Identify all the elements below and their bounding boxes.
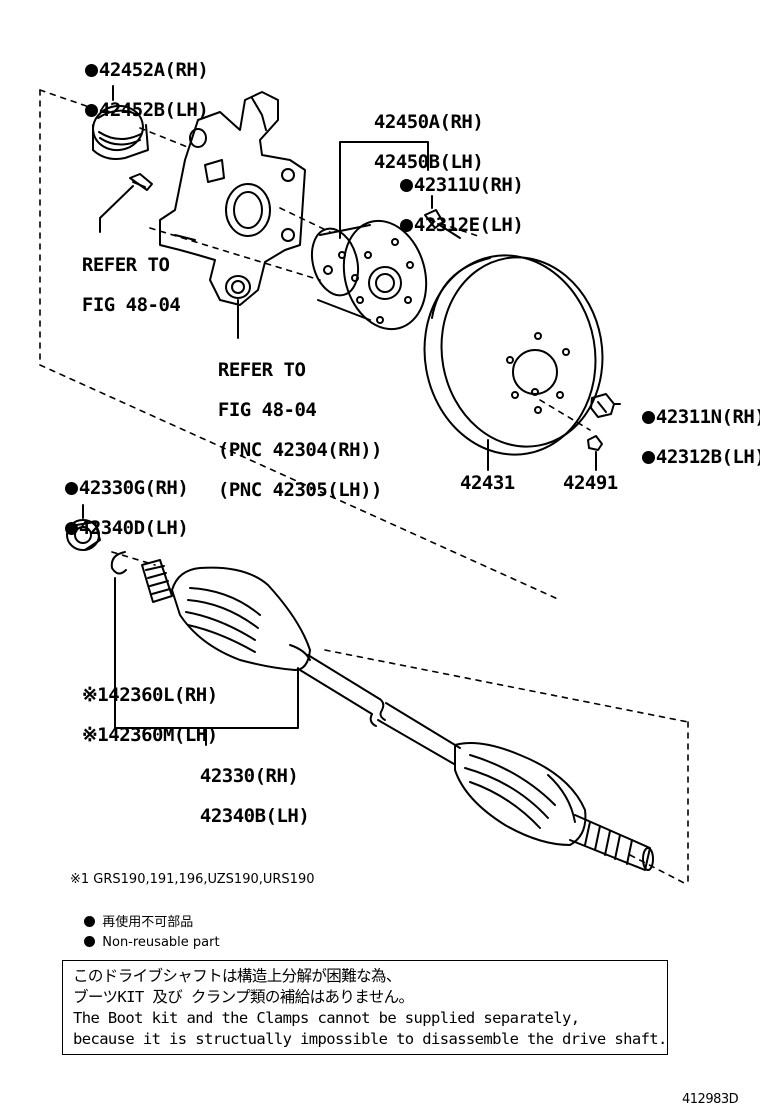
hub-bolt-42311u [424, 209, 461, 239]
legend-en-text: Non-reusable part [102, 935, 220, 950]
label-42311n-rh: 42311N(RH) [655, 406, 760, 428]
brake-disc-rotor [423, 254, 604, 456]
label-refer-upper: REFER TO FIG 48-04 [60, 235, 181, 316]
legend-jp-text: 再使用不可部品 [102, 915, 194, 930]
non-reusable-dot-icon [399, 179, 413, 192]
label-42452: 42452A(RH) 42452B(LH) [63, 40, 209, 121]
label-42330g-lh: 42340D(LH) [78, 517, 189, 539]
non-reusable-dot-icon [84, 936, 96, 947]
label-refer-lower: REFER TO FIG 48-04 (PNC 42304(RH)) (PNC … [196, 340, 383, 501]
label-42450-rh: 42450A(RH) [373, 111, 484, 133]
refer-lower-line2: FIG 48-04 [217, 399, 317, 421]
hub-bearing-assembly [310, 219, 428, 331]
oil-seal-42452 [92, 104, 149, 160]
refer-lower-line4: (PNC 42305(LH)) [217, 479, 383, 501]
legend-en: Non-reusable part [76, 919, 220, 951]
non-reusable-dot-icon [64, 522, 78, 535]
label-42330-rh: 42330(RH) [199, 765, 299, 787]
label-42311u: 42311U(RH) 42312E(LH) [378, 155, 524, 236]
label-42330: 42330(RH) 42340B(LH) [178, 746, 310, 827]
drive-shaft [141, 559, 654, 871]
lug-nut-42311n [590, 393, 615, 418]
non-reusable-dot-icon [84, 916, 96, 927]
non-reusable-dot-icon [84, 104, 98, 117]
refer-upper-line1: REFER TO [81, 254, 170, 276]
hub-cap-42491 [587, 435, 603, 451]
refer-lower-line3: (PNC 42304(RH)) [217, 439, 383, 461]
note-line1: このドライブシャフトは構造上分解が困難な為、 [73, 967, 401, 985]
leader-refer-upper [99, 185, 134, 233]
snap-ring [110, 551, 127, 575]
label-42330-lh: 42340B(LH) [199, 805, 310, 827]
label-42450-lh: 42450B(LH) [373, 151, 484, 173]
label-42450: 42450A(RH) 42450B(LH) [352, 92, 484, 173]
leader-42450 [339, 141, 429, 239]
refer-upper-line2: FIG 48-04 [81, 294, 181, 316]
non-reusable-dot-icon [641, 451, 655, 464]
label-42330g: 42330G(RH) 42340D(LH) [43, 458, 189, 539]
label-42431: 42431 [460, 472, 515, 494]
label-42311u-rh: 42311U(RH) [413, 174, 524, 196]
non-reusable-dot-icon [641, 411, 655, 424]
footnote-models: ※1 GRS190,191,196,UZS190,URS190 [70, 872, 315, 887]
label-42452-lh: 42452B(LH) [98, 99, 209, 121]
figure-id: 412983D [682, 1092, 739, 1107]
label-42491: 42491 [563, 472, 618, 494]
non-reusable-dot-icon [399, 219, 413, 232]
steering-knuckle [159, 91, 306, 306]
note-line3: The Boot kit and the Clamps cannot be su… [73, 1009, 580, 1027]
label-42360-rh: ※142360L(RH) [81, 684, 218, 706]
label-42311n-lh: 42312B(LH) [655, 446, 760, 468]
label-42360-lh: ※142360M(LH) [81, 724, 218, 746]
note-line4: because it is structually impossible to … [73, 1030, 667, 1048]
label-42330g-rh: 42330G(RH) [78, 477, 189, 499]
legend-jp: 再使用不可部品 [76, 899, 193, 931]
label-42360: ※142360L(RH) ※142360M(LH) [60, 665, 218, 745]
non-reusable-dot-icon [64, 482, 78, 495]
shaft-seal-42330g [66, 519, 101, 551]
label-42311n: 42311N(RH) 42312B(LH) [620, 387, 760, 467]
assembly-dashed-lines-upper [39, 89, 591, 601]
non-reusable-dot-icon [84, 64, 98, 77]
label-42452-rh: 42452A(RH) [98, 59, 209, 81]
note-line2: ブーツKIT 及び クランプ類の補給はありません。 [73, 988, 414, 1006]
supply-note-box: このドライブシャフトは構造上分解が困難な為、 ブーツKIT 及び クランプ類の補… [62, 960, 668, 1055]
label-42311u-lh: 42312E(LH) [413, 214, 524, 236]
knuckle-bolt [129, 173, 153, 191]
refer-lower-line1: REFER TO [217, 359, 306, 381]
